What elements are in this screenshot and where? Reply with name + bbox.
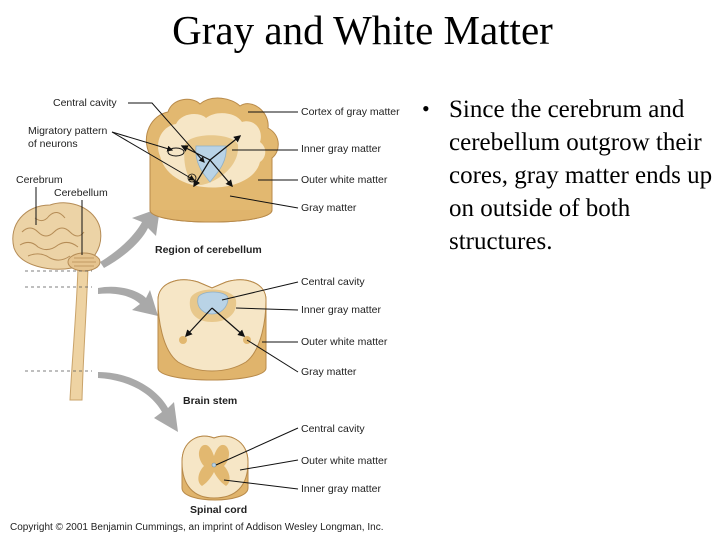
slide-title: Gray and White Matter xyxy=(172,7,553,53)
label-cerebellum-inner-gray: Inner gray matter xyxy=(301,143,381,155)
label-brainstem-gray: Gray matter xyxy=(301,366,357,378)
label-brainstem-inner-gray: Inner gray matter xyxy=(301,304,381,316)
label-central-cavity: Central cavity xyxy=(53,97,117,109)
gray-arrow-to-spinal xyxy=(98,372,178,432)
label-spinal-outer-white: Outer white matter xyxy=(301,455,388,467)
label-spinal-inner-gray: Inner gray matter xyxy=(301,483,381,495)
copyright-notice: Copyright © 2001 Benjamin Cummings, an i… xyxy=(10,522,383,533)
gray-arrow-to-brainstem xyxy=(98,286,158,316)
brainstem-section xyxy=(157,279,267,381)
bullet-marker: • xyxy=(422,96,430,121)
label-cerebellum-outer-white: Outer white matter xyxy=(301,174,388,186)
bullet-list: • Since the cerebrum and cerebellum outg… xyxy=(416,93,716,258)
caption-cerebellum: Region of cerebellum xyxy=(155,244,262,256)
label-brainstem-central-cavity: Central cavity xyxy=(301,276,365,288)
label-cerebrum: Cerebrum xyxy=(16,174,63,186)
label-cerebellum-gray: Gray matter xyxy=(301,202,357,214)
spinal-cord-section xyxy=(181,435,249,501)
label-brainstem-outer-white: Outer white matter xyxy=(301,336,388,348)
label-of-neurons: of neurons xyxy=(28,138,78,150)
label-cerebellum: Cerebellum xyxy=(54,187,108,199)
brain-illustration xyxy=(12,202,102,401)
gray-arrow-to-cerebellum xyxy=(100,208,160,268)
caption-spinal-cord: Spinal cord xyxy=(190,504,247,516)
caption-brainstem: Brain stem xyxy=(183,395,237,407)
label-cortex-gray: Cortex of gray matter xyxy=(301,106,400,118)
brain-development-figure: Central cavity Migratory pattern of neur… xyxy=(10,97,400,533)
label-spinal-central-cavity: Central cavity xyxy=(301,423,365,435)
bullet-text: Since the cerebrum and cerebellum outgro… xyxy=(449,96,713,255)
cerebellum-section xyxy=(145,97,279,223)
label-migratory-pattern: Migratory pattern xyxy=(28,125,108,137)
